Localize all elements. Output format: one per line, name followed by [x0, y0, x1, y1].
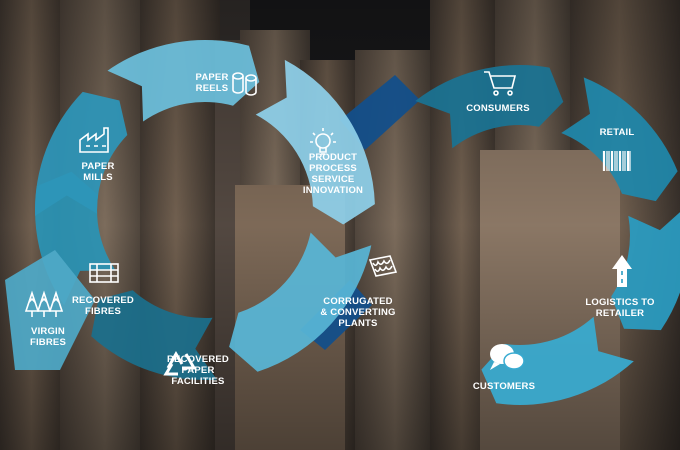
paper-reels-arrow: [107, 39, 260, 122]
recovered-fibres-label-line: FIBRES: [85, 306, 121, 317]
stage-logistics-to-retailer: [611, 212, 680, 331]
corrugated-board-icon: [368, 255, 398, 277]
corrugated-plants-arrow: [229, 232, 372, 372]
virgin-fibres-label-line: VIRGIN: [31, 326, 65, 337]
consumers-label-line: CONSUMERS: [466, 103, 530, 114]
customers-label-line: CUSTOMERS: [473, 381, 535, 392]
recovered-fibres-label-line: RECOVERED: [72, 295, 134, 306]
paper-mills-label-line: PAPER: [81, 161, 114, 172]
shopping-cart-icon: [484, 71, 517, 96]
corrugated-plants-label-line: & CONVERTING: [320, 307, 395, 318]
logistics-to-retailer-arrow: [611, 212, 680, 331]
stage-consumers: [415, 65, 564, 149]
consumers-arrow: [415, 65, 564, 149]
stage-paper-reels: [107, 39, 260, 122]
retail-label: RETAIL: [600, 127, 635, 138]
stage-customers: [481, 316, 634, 405]
trees-icon: [24, 290, 64, 317]
corrugated-plants-label-line: CORRUGATED: [323, 296, 392, 307]
recovered-paper-facilities-label-line: PAPER: [181, 365, 214, 376]
corrugated-plants-label-line: PLANTS: [338, 318, 377, 329]
product-innovation-label-line: PROCESS: [309, 163, 357, 174]
virgin-fibres-label-line: FIBRES: [30, 337, 66, 348]
factory-icon: [79, 127, 109, 153]
logistics-to-retailer-label-line: LOGISTICS TO: [585, 297, 654, 308]
product-innovation-label-line: INNOVATION: [303, 185, 363, 196]
barcode-icon: [602, 151, 631, 171]
consumers-label: CONSUMERS: [466, 103, 530, 114]
stage-corrugated-plants: [229, 232, 372, 372]
lightbulb-icon: [310, 128, 336, 155]
stage-paper-mills: [34, 91, 128, 216]
product-innovation-label-line: PRODUCT: [309, 152, 357, 163]
recycle-icon: [163, 351, 197, 376]
fibre-bale-icon: [89, 263, 119, 283]
cycle-segments: [5, 39, 680, 405]
customers-arrow: [481, 316, 634, 405]
product-innovation-label-line: SERVICE: [312, 174, 355, 185]
logistics-to-retailer-label-line: RETAILER: [596, 308, 644, 319]
road-arrow-icon: [612, 255, 632, 287]
paper-mills-label-line: MILLS: [83, 172, 113, 183]
customers-label: CUSTOMERS: [473, 381, 535, 392]
paper-mills-arrow: [34, 91, 128, 216]
retail-arrow: [561, 77, 678, 202]
speech-bubbles-icon: [490, 344, 525, 370]
paper-reels-label-line: PAPER: [195, 72, 228, 83]
paper-reels-label-line: REELS: [196, 83, 229, 94]
recovered-paper-facilities-label-line: RECOVERED: [167, 354, 229, 365]
paper-rolls-icon: [232, 72, 257, 96]
retail-label-line: RETAIL: [600, 127, 635, 138]
recovered-paper-facilities-label-line: FACILITIES: [171, 376, 224, 387]
stage-recovered-paper-facilities: [91, 290, 217, 381]
recovered-paper-facilities-arrow: [91, 290, 217, 381]
stage-retail: [561, 77, 678, 202]
connector-arrow-top: [340, 75, 420, 150]
cycle-icons: [24, 71, 632, 376]
